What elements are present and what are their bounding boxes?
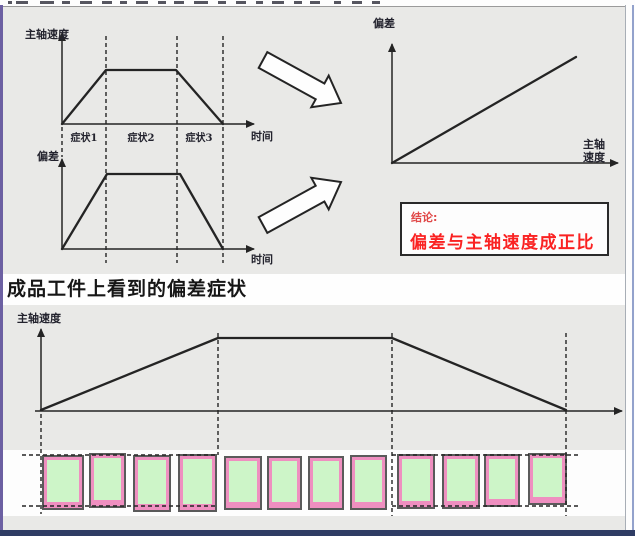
section-heading: 成品工件上看到的偏差症状 bbox=[7, 278, 248, 300]
cropped-text-mark bbox=[294, 1, 302, 4]
workpiece-core bbox=[313, 461, 339, 502]
workpiece-rect bbox=[484, 454, 520, 507]
cropped-text-mark bbox=[158, 1, 166, 4]
bottom-navy-bar bbox=[0, 530, 635, 536]
workpiece-rect bbox=[397, 454, 435, 509]
cropped-text-mark bbox=[310, 1, 320, 4]
workpiece-rect bbox=[89, 453, 126, 508]
segment-label-symptom3: 症状3 bbox=[185, 133, 213, 144]
axis-label-speed: 速度 bbox=[583, 151, 605, 164]
axis-label-spindle-speed-bottom-chart: 主轴速度 bbox=[17, 312, 61, 325]
conclusion-statement: 偏差与主轴速度成正比 bbox=[410, 233, 595, 253]
cropped-text-mark bbox=[256, 1, 263, 4]
workpiece-core bbox=[533, 458, 562, 497]
workpiece-rect bbox=[224, 456, 262, 510]
section-heading-band: 成品工件上看到的偏差症状 bbox=[0, 274, 635, 305]
axis-label-deviation-left: 偏差 bbox=[37, 150, 59, 163]
axis-label-deviation-right: 偏差 bbox=[373, 17, 395, 30]
workpiece-core bbox=[355, 460, 382, 502]
axis-label-time-bottom: 时间 bbox=[251, 253, 273, 266]
cropped-text-mark bbox=[62, 1, 70, 4]
axis-label-time-top: 时间 bbox=[251, 130, 273, 143]
workpiece-rect bbox=[350, 455, 387, 510]
cropped-text-mark bbox=[40, 1, 54, 4]
workpiece-core bbox=[402, 459, 430, 501]
segment-label-symptom2: 症状2 bbox=[127, 133, 155, 144]
workpiece-core bbox=[94, 458, 121, 500]
cropped-text-mark bbox=[136, 1, 148, 4]
cropped-text-strip bbox=[0, 0, 635, 7]
axis-label-spindle-speed-right: 主轴 速度 bbox=[583, 138, 605, 164]
workpiece-rect bbox=[178, 454, 217, 512]
cropped-text-mark bbox=[80, 1, 92, 4]
cropped-text-mark bbox=[194, 1, 208, 4]
segment-label-symptom1: 症状1 bbox=[70, 133, 98, 144]
workpiece-rect bbox=[267, 456, 302, 510]
right-margin bbox=[626, 5, 635, 531]
cropped-text-mark bbox=[334, 1, 341, 4]
workpiece-core bbox=[47, 460, 79, 502]
workpiece-rect bbox=[308, 456, 344, 510]
cropped-text-mark bbox=[102, 1, 112, 4]
workpiece-core bbox=[272, 461, 297, 502]
workpiece-rect bbox=[42, 455, 84, 510]
workpiece-rect bbox=[442, 454, 480, 509]
left-page-border bbox=[0, 5, 3, 531]
cropped-text-mark bbox=[218, 1, 226, 4]
cropped-text-mark bbox=[174, 1, 184, 4]
conclusion-title: 结论: bbox=[411, 211, 438, 224]
axis-label-spindle-speed-top: 主轴速度 bbox=[25, 28, 69, 41]
workpiece-core bbox=[138, 460, 166, 504]
cropped-text-mark bbox=[352, 1, 362, 4]
conclusion-box: 结论: 偏差与主轴速度成正比 bbox=[400, 202, 609, 256]
right-content-border bbox=[625, 5, 626, 531]
cropped-text-mark bbox=[16, 1, 28, 4]
cropped-text-mark bbox=[272, 1, 284, 4]
workpiece-core bbox=[447, 459, 475, 501]
workpiece-rect bbox=[133, 455, 171, 512]
workpiece-rect bbox=[528, 453, 567, 505]
workpiece-core bbox=[229, 461, 257, 502]
workpiece-core bbox=[489, 459, 515, 499]
axis-label-spindle: 主轴 bbox=[583, 138, 605, 151]
cropped-text-mark bbox=[236, 1, 246, 4]
cropped-text-mark bbox=[120, 1, 127, 4]
workpiece-core bbox=[183, 459, 212, 504]
cropped-text-mark bbox=[8, 1, 12, 4]
cropped-text-mark bbox=[372, 1, 380, 4]
right-window-edge bbox=[632, 5, 634, 531]
